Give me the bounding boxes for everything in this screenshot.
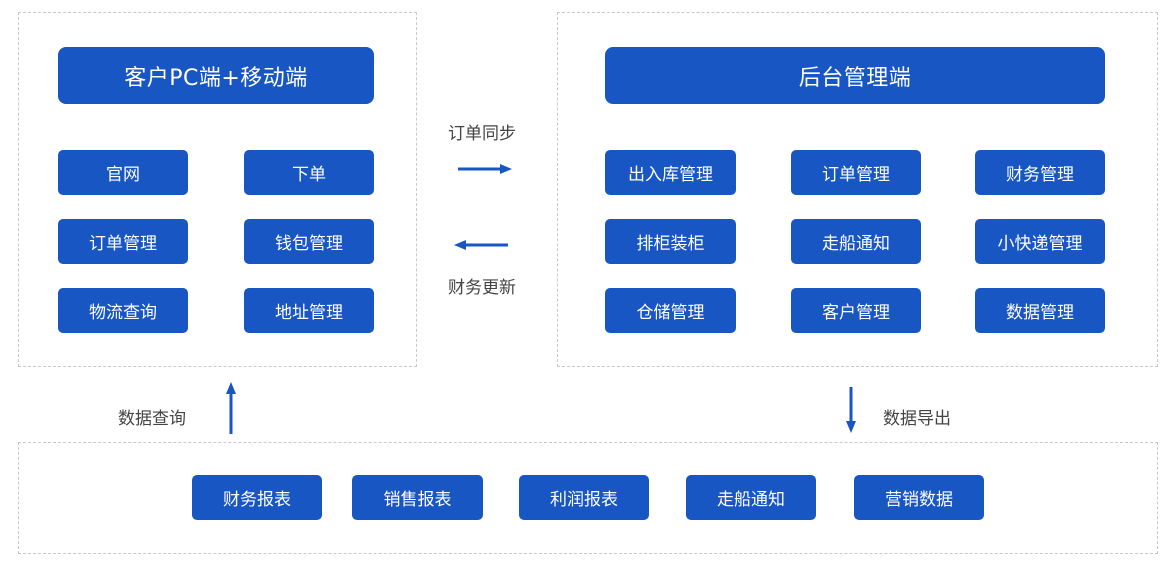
admin-item-order-management[interactable]: 订单管理 — [791, 150, 921, 195]
admin-item-warehouse-management[interactable]: 仓储管理 — [605, 288, 736, 333]
reports-panel — [18, 442, 1158, 554]
client-item-address-management[interactable]: 地址管理 — [244, 288, 374, 333]
admin-panel-title: 后台管理端 — [605, 47, 1105, 104]
order-sync-label: 订单同步 — [448, 124, 516, 144]
client-item-website[interactable]: 官网 — [58, 150, 188, 195]
admin-item-customer-management[interactable]: 客户管理 — [791, 288, 921, 333]
data-query-label: 数据查询 — [118, 409, 186, 429]
report-item-financial-report[interactable]: 财务报表 — [192, 475, 322, 520]
admin-panel — [557, 12, 1158, 367]
admin-item-data-management[interactable]: 数据管理 — [975, 288, 1105, 333]
report-item-profit-report[interactable]: 利润报表 — [519, 475, 649, 520]
client-item-order-management[interactable]: 订单管理 — [58, 219, 188, 264]
client-panel — [18, 12, 417, 367]
report-item-marketing-data[interactable]: 营销数据 — [854, 475, 984, 520]
admin-item-finance-management[interactable]: 财务管理 — [975, 150, 1105, 195]
data-export-label: 数据导出 — [883, 409, 951, 429]
admin-item-shipping-notice[interactable]: 走船通知 — [791, 219, 921, 264]
client-item-wallet-management[interactable]: 钱包管理 — [244, 219, 374, 264]
admin-item-inbound-outbound[interactable]: 出入库管理 — [605, 150, 736, 195]
admin-item-small-parcel-management[interactable]: 小快递管理 — [975, 219, 1105, 264]
arrow-down-icon — [846, 387, 856, 433]
client-panel-title: 客户PC端+移动端 — [58, 47, 374, 104]
client-item-logistics-query[interactable]: 物流查询 — [58, 288, 188, 333]
arrow-left-icon — [454, 240, 508, 250]
arrow-right-icon — [458, 164, 512, 174]
arrow-up-icon — [226, 382, 236, 434]
client-item-place-order[interactable]: 下单 — [244, 150, 374, 195]
report-item-shipping-notice[interactable]: 走船通知 — [686, 475, 816, 520]
admin-item-container-loading[interactable]: 排柜装柜 — [605, 219, 736, 264]
finance-update-label: 财务更新 — [448, 278, 516, 298]
report-item-sales-report[interactable]: 销售报表 — [352, 475, 483, 520]
